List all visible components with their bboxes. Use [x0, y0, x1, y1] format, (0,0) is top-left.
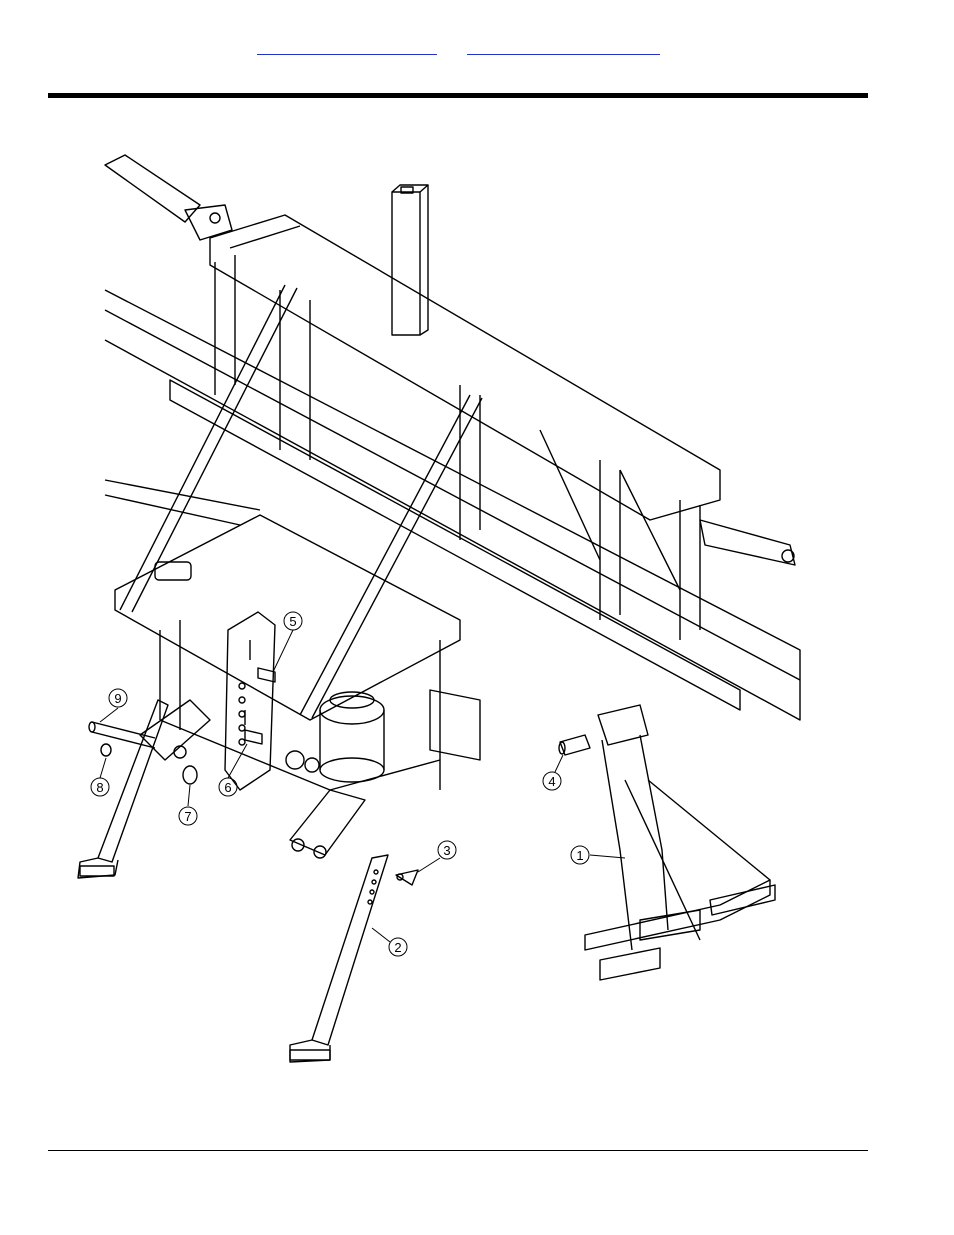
callout-leaders [100, 630, 625, 942]
callout-number-7: 7 [184, 809, 191, 824]
bushing-7 [183, 766, 197, 784]
callout-circles [91, 612, 589, 956]
pin-4 [559, 735, 590, 755]
callout-number-8: 8 [96, 780, 103, 795]
callout-number-9: 9 [114, 691, 121, 706]
lower-cradle-frame [115, 515, 480, 790]
callout-number-5: 5 [289, 614, 296, 629]
upper-frame [210, 215, 720, 640]
callout-number-2: 2 [394, 940, 401, 955]
callout-number-3: 3 [443, 843, 450, 858]
hydraulic-cylinder-left [105, 155, 232, 240]
stand-1 [585, 705, 775, 980]
support-leg-2 [290, 855, 388, 1062]
callout-number-1: 1 [576, 848, 583, 863]
callout-number-4: 4 [548, 774, 555, 789]
pin-6 [245, 710, 262, 744]
pump-assembly [286, 692, 384, 782]
footer-rule [48, 1150, 868, 1151]
mounting-plate [225, 612, 275, 790]
hydraulic-cylinder-right [700, 520, 795, 565]
boom-beam [105, 290, 800, 720]
pin-5 [250, 640, 275, 682]
center-mast [392, 185, 428, 335]
callout-number-6: 6 [224, 780, 231, 795]
clip-3 [396, 870, 418, 885]
nut-8 [101, 744, 111, 756]
